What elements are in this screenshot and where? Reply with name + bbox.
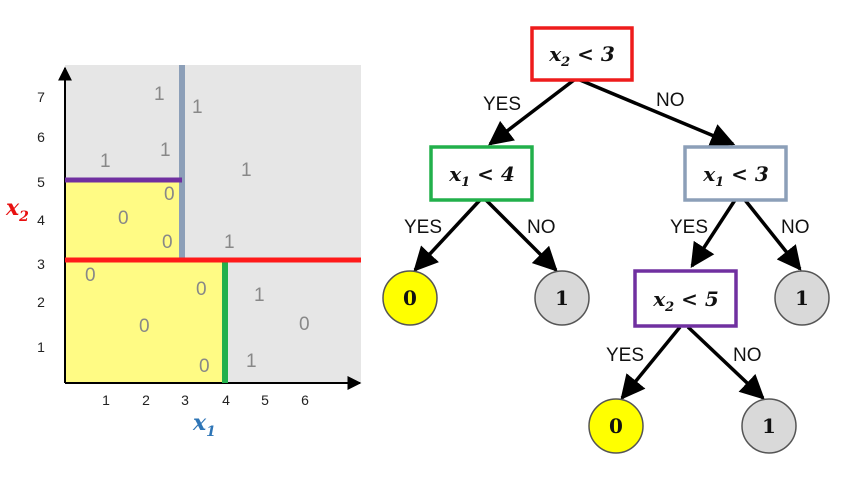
edge-root-no: [579, 78, 736, 147]
leaf-circle: [534, 270, 590, 326]
edge-label-no: NO: [656, 90, 685, 111]
edge-rl-no: [686, 325, 765, 400]
region-label: 1: [192, 97, 203, 118]
class0-region-bottom: [65, 260, 225, 383]
y-tick: 4: [37, 212, 45, 228]
node-right-box: [683, 145, 788, 202]
region-label: 0: [139, 316, 150, 337]
leaf-label: 0: [609, 414, 623, 438]
region-label: 0: [85, 265, 96, 286]
edge-label-no: NO: [733, 345, 762, 366]
edge-left-yes: [413, 198, 482, 272]
x-axis-label: x1: [192, 410, 216, 440]
y-tick: 1: [37, 339, 45, 355]
edge-labels: YES NO YES NO YES NO YES NO: [404, 90, 810, 366]
node-right-label: x1 < 3: [702, 162, 769, 190]
edge-label-yes: YES: [404, 217, 442, 238]
y-tick: 5: [37, 174, 45, 190]
y-tick: 2: [37, 294, 45, 310]
node-left-label: x1 < 4: [448, 162, 515, 190]
leaf-circle: [774, 270, 830, 326]
region-label: 0: [162, 232, 173, 253]
y-tick-labels: 1 2 3 4 5 6 7: [37, 89, 45, 355]
x-tick: 6: [301, 392, 309, 408]
node-left-box: [429, 145, 534, 202]
node-root: x2 < 3: [530, 26, 634, 82]
y-axis-label: x2: [5, 195, 29, 225]
y-tick: 7: [37, 89, 45, 105]
edge-label-yes: YES: [606, 345, 644, 366]
y-tick: 6: [37, 129, 45, 145]
edge-right-yes: [690, 199, 737, 269]
edge-label-no: NO: [781, 217, 810, 238]
node-right-left-label: x2 < 5: [652, 287, 719, 315]
region-labels: 1 1 1 1 1 0 0 0 0 1 0 0 1 0 1 0: [85, 84, 310, 377]
leaf-label: 1: [555, 286, 569, 310]
x-tick: 2: [142, 392, 150, 408]
node-right-left: x2 < 5: [633, 269, 738, 328]
region-label: 0: [196, 279, 207, 300]
node-root-label: x2 < 3: [548, 42, 615, 70]
leaf-circle: [382, 270, 438, 326]
region-label: 1: [160, 140, 171, 161]
y-tick: 3: [37, 256, 45, 272]
region-label: 1: [241, 160, 252, 181]
node-right-left-box: [633, 269, 738, 328]
x-tick: 3: [181, 392, 189, 408]
edge-right-no: [743, 198, 802, 271]
region-label: 0: [118, 208, 129, 229]
leaf-left-no: 1: [534, 270, 590, 326]
partition-plot: 1 2 3 4 5 6 1 2 3 4 5 6 7 x1 x2 1 1 1 1 …: [5, 65, 362, 440]
leaf-left-yes: 0: [382, 270, 438, 326]
edge-left-no: [484, 198, 558, 272]
region-label: 1: [254, 285, 265, 306]
leaf-label: 1: [762, 414, 776, 438]
class0-region-top: [65, 180, 183, 260]
region-label: 1: [154, 84, 165, 105]
region-label: 1: [246, 351, 257, 372]
node-right: x1 < 3: [683, 145, 788, 202]
node-root-box: [530, 26, 634, 82]
x-tick: 1: [102, 392, 110, 408]
region-label: 1: [224, 232, 235, 253]
leaf-label: 0: [403, 286, 417, 310]
region-label: 0: [164, 184, 175, 205]
edge-label-yes: YES: [483, 94, 521, 115]
node-left: x1 < 4: [429, 145, 534, 202]
leaf-circle: [588, 398, 644, 454]
region-label: 0: [299, 314, 310, 335]
edge-label-no: NO: [527, 217, 556, 238]
decision-tree: YES NO YES NO YES NO YES NO x2 < 3 x1 < …: [382, 26, 830, 454]
x-tick-labels: 1 2 3 4 5 6: [102, 392, 309, 408]
x-tick: 5: [261, 392, 269, 408]
edge-label-yes: YES: [670, 217, 708, 238]
edge-root-yes: [488, 78, 576, 146]
leaf-rl-no: 1: [741, 398, 797, 454]
edge-rl-yes: [620, 325, 682, 400]
leaf-circle: [741, 398, 797, 454]
region-label: 1: [100, 151, 111, 172]
region-label: 0: [199, 356, 210, 377]
x-tick: 4: [222, 392, 230, 408]
leaf-right-no: 1: [774, 270, 830, 326]
tree-edges: [413, 78, 802, 400]
leaf-rl-yes: 0: [588, 398, 644, 454]
leaf-label: 1: [795, 286, 809, 310]
